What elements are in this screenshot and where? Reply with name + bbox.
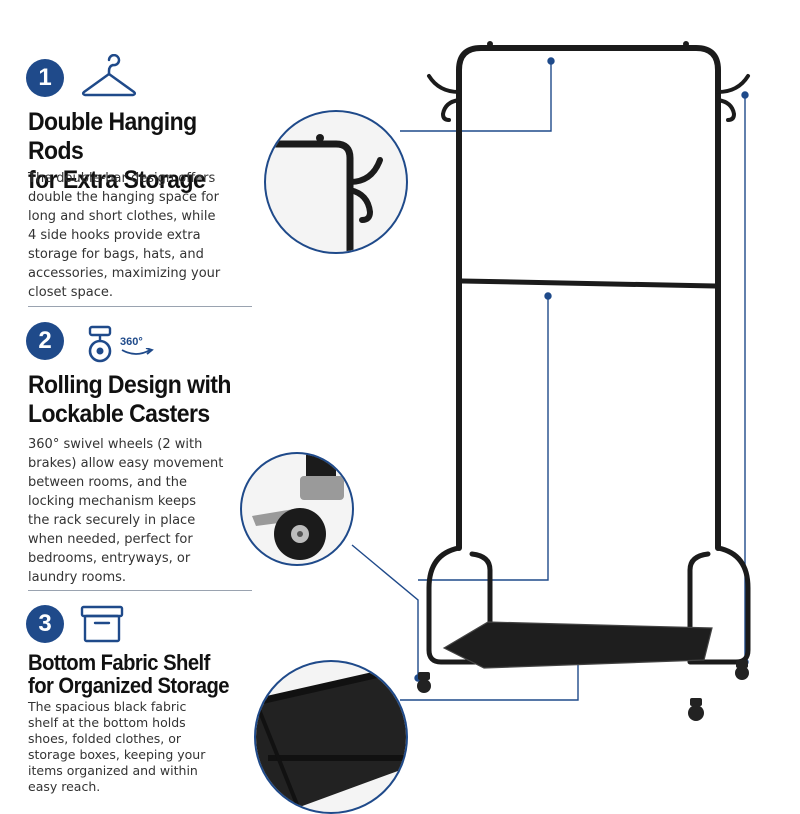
desc-line: shoes, folded clothes, or <box>28 731 182 746</box>
desc-line: easy reach. <box>28 779 101 794</box>
storage-box-icon <box>80 604 124 644</box>
desc-line: items organized and within <box>28 763 198 778</box>
feature-2-number-badge: 2 <box>26 322 64 360</box>
feature-2-title-line2: Lockable Casters <box>28 400 210 428</box>
desc-line: 4 side hooks provide extra <box>28 228 201 243</box>
desc-line: when needed, perfect for <box>28 532 193 547</box>
desc-line: between rooms, and the <box>28 475 187 490</box>
feature-3-title: Bottom Fabric Shelf for Organized Storag… <box>28 651 249 697</box>
feature-3-number-badge: 3 <box>26 605 64 643</box>
desc-line: The spacious black fabric <box>28 699 187 714</box>
desc-line: locking mechanism keeps <box>28 494 196 509</box>
caster-wheel-icon <box>82 324 122 364</box>
fabric-shelf <box>444 622 712 668</box>
feature-1-description: The double-bar design offers double the … <box>28 169 248 302</box>
feature-2-title-line1: Rolling Design with <box>28 371 231 399</box>
desc-line: shelf at the bottom holds <box>28 715 186 730</box>
rotation-label-text: 360° <box>120 336 143 348</box>
desc-line: bedrooms, entryways, or <box>28 551 191 566</box>
divider-2 <box>28 590 252 591</box>
feature-2-number: 2 <box>38 327 52 354</box>
desc-line: The double-bar design offers <box>28 171 216 186</box>
desc-line: 360° swivel wheels (2 with <box>28 437 203 452</box>
clothing-rack <box>426 41 751 665</box>
feature-3-title-line1: Bottom Fabric Shelf <box>28 650 210 675</box>
feature-1-title-line2: for Extra Storage <box>28 166 206 194</box>
caster-wheels <box>417 660 749 721</box>
desc-line: storage for bags, hats, and <box>28 247 204 262</box>
feature-3-description: The spacious black fabric shelf at the b… <box>28 699 248 795</box>
desc-line: storage boxes, keeping your <box>28 747 206 762</box>
desc-line: long and short clothes, while <box>28 209 216 224</box>
feature-1-title: Double Hanging Rods for Extra Storage <box>28 108 249 195</box>
desc-line: accessories, maximizing your <box>28 266 221 281</box>
callout-fabric-shelf <box>254 660 408 814</box>
feature-2-description: 360° swivel wheels (2 with brakes) allow… <box>28 435 248 587</box>
callout-caster <box>240 452 354 566</box>
divider-1 <box>28 306 252 307</box>
feature-3-number: 3 <box>38 610 52 637</box>
desc-line: the rack securely in place <box>28 513 196 528</box>
callout-leader-lines <box>351 57 749 701</box>
feature-1-number-badge: 1 <box>26 59 64 97</box>
callout-top-hooks <box>264 110 408 254</box>
desc-line: double the hanging space for <box>28 190 219 205</box>
feature-2-title: Rolling Design with Lockable Casters <box>28 371 249 429</box>
feature-1-number: 1 <box>38 64 52 91</box>
desc-line: closet space. <box>28 285 113 300</box>
desc-line: brakes) allow easy movement <box>28 456 224 471</box>
feature-3-title-line2: for Organized Storage <box>28 673 230 698</box>
rotation-arrow-icon <box>121 348 154 355</box>
desc-line: laundry rooms. <box>28 570 127 585</box>
feature-1-title-line1: Double Hanging Rods <box>28 108 197 165</box>
rotation-360-label: 360° <box>120 336 154 358</box>
hanger-icon <box>80 54 138 100</box>
